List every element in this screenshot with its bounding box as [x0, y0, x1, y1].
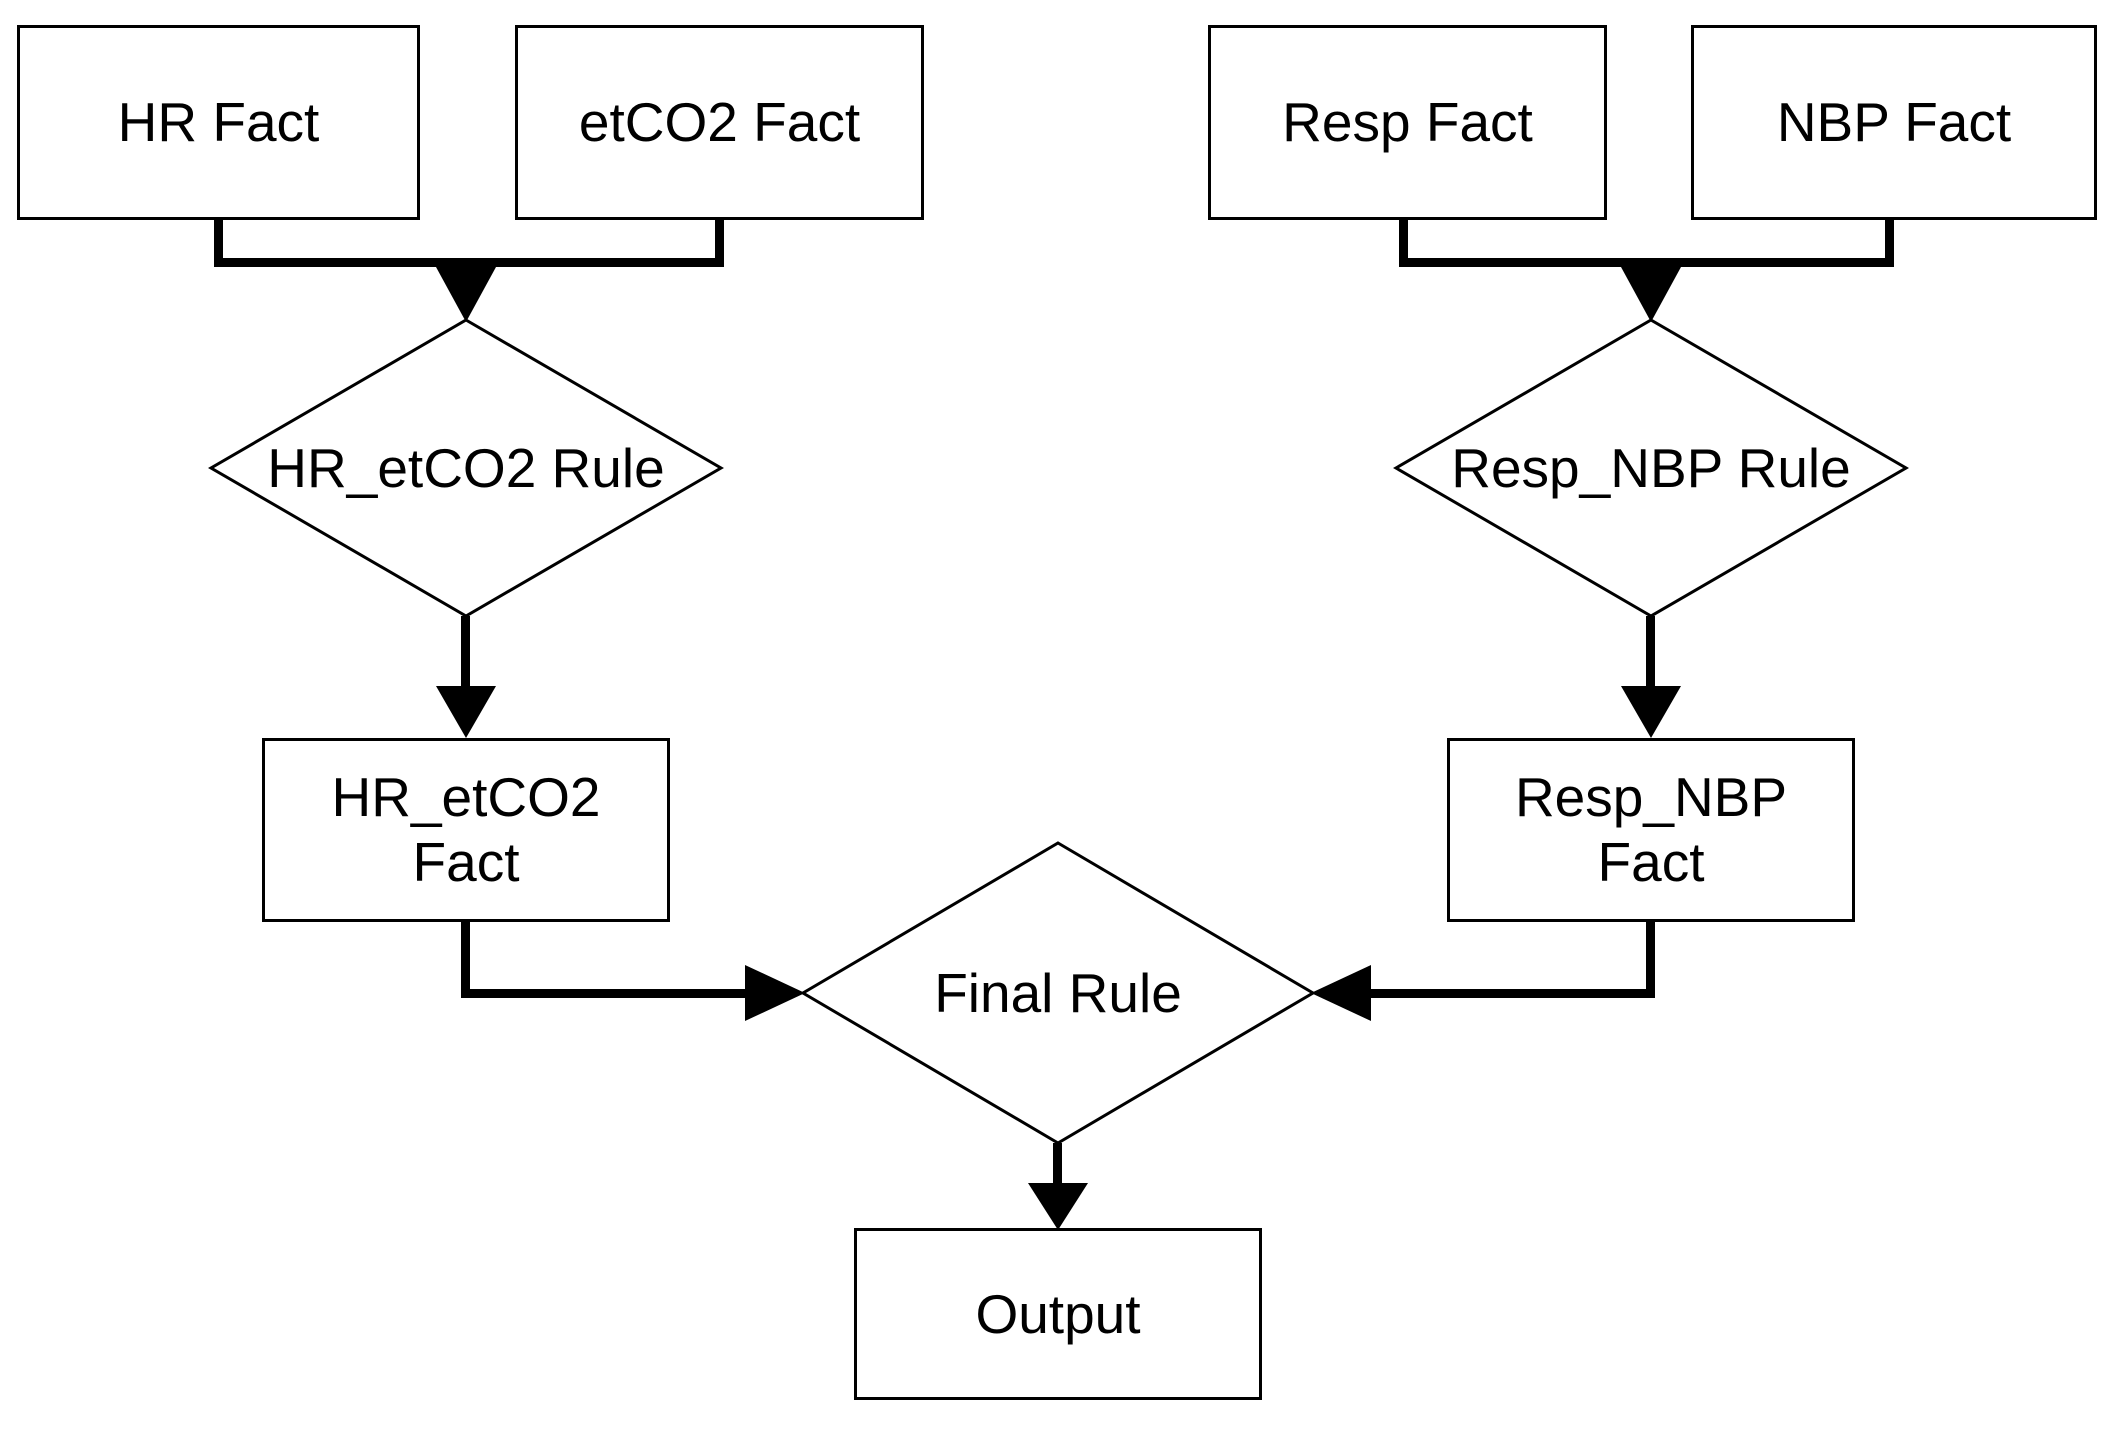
hr-etco2-rule-diamond	[208, 318, 724, 618]
connector-hr-etco2-fact-to-final	[461, 920, 805, 1021]
hr-etco2-fact-label-line1: HR_etCO2	[331, 766, 601, 829]
resp-fact-node: Resp Fact	[1208, 25, 1607, 220]
final-rule-diamond	[800, 841, 1316, 1145]
etco2-fact-label: etCO2 Fact	[578, 91, 861, 154]
arrow-hr-etco2-rule-to-fact	[436, 616, 496, 738]
hr-fact-label: HR Fact	[117, 91, 320, 154]
hr-fact-node: HR Fact	[17, 25, 420, 220]
arrow-down-icon	[436, 267, 496, 322]
arrow-down-icon	[1028, 1183, 1088, 1230]
resp-nbp-fact-label-line2: Fact	[1597, 831, 1705, 893]
resp-nbp-fact-node: Resp_NBP Fact	[1447, 738, 1855, 922]
resp-nbp-rule-diamond	[1393, 318, 1909, 618]
connector-resp-nbp-fact-to-final	[1311, 920, 1655, 1021]
arrow-resp-nbp-rule-to-fact	[1621, 616, 1681, 738]
arrow-down-icon	[436, 686, 496, 738]
resp-nbp-fact-label-line1: Resp_NBP	[1514, 766, 1788, 829]
hr-etco2-fact-label-line2: Fact	[412, 831, 520, 893]
hr-etco2-fact-node: HR_etCO2 Fact	[262, 738, 670, 922]
nbp-fact-label: NBP Fact	[1776, 91, 2012, 154]
left-join-bracket	[214, 218, 724, 322]
etco2-fact-node: etCO2 Fact	[515, 25, 924, 220]
nbp-fact-node: NBP Fact	[1691, 25, 2097, 220]
output-node: Output	[854, 1228, 1262, 1400]
right-join-bracket	[1399, 218, 1894, 322]
arrow-final-to-output	[1028, 1143, 1088, 1230]
arrow-right-icon	[745, 965, 805, 1021]
output-label: Output	[975, 1282, 1141, 1345]
resp-fact-label: Resp Fact	[1282, 91, 1533, 154]
arrow-down-icon	[1621, 267, 1681, 322]
arrow-down-icon	[1621, 686, 1681, 738]
arrow-left-icon	[1311, 965, 1371, 1021]
